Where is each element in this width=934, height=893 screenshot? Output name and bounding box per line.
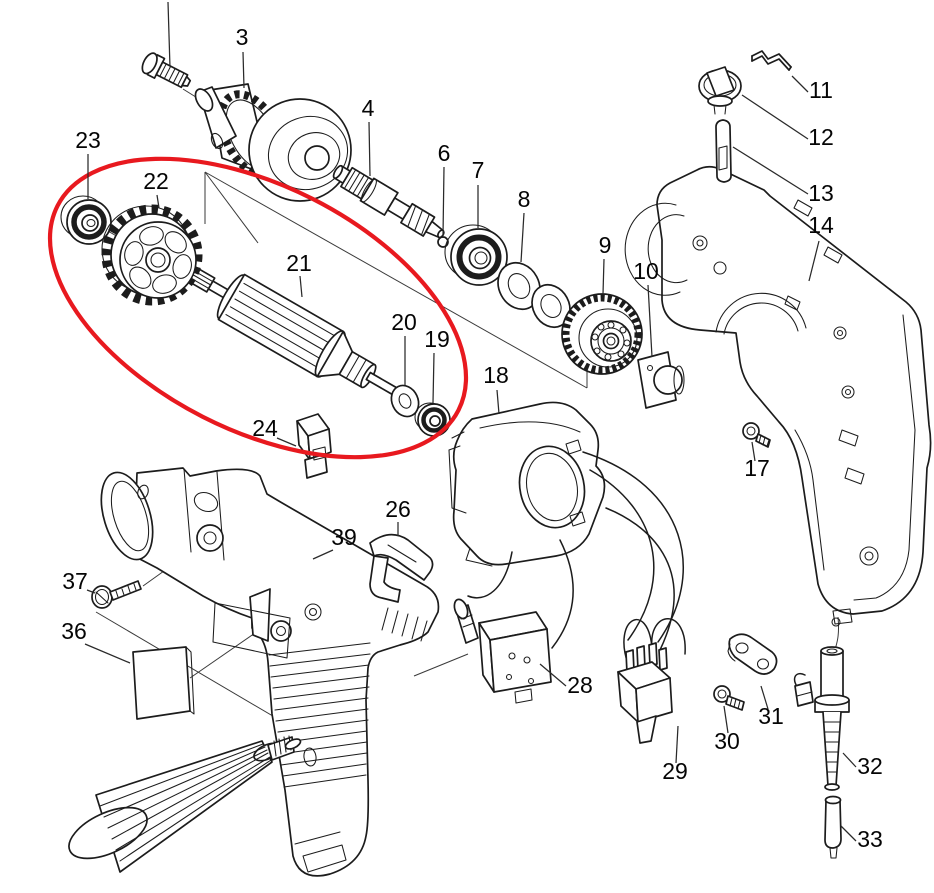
part-18-field-coil (448, 401, 684, 649)
part-label-33: 33 (857, 826, 883, 852)
callout-18: 18 (483, 362, 509, 415)
trigger (249, 588, 271, 642)
callout-11: 11 (791, 75, 833, 103)
part-4-spindle (332, 164, 445, 239)
part-26-shift-lever (369, 533, 434, 603)
part-label-23: 23 (75, 127, 101, 153)
part-label-14: 14 (808, 212, 834, 238)
callout-20: 20 (391, 309, 417, 385)
part-7-ball-bearing (444, 224, 508, 286)
part-label-19: 19 (424, 326, 450, 352)
callout-3: 3 (236, 24, 249, 89)
part-32-cord-guard (814, 646, 850, 791)
nameplate-recess (212, 602, 291, 659)
part-label-28: 28 (567, 672, 593, 698)
callout-17: 17 (744, 441, 770, 481)
callout-7: 7 (472, 157, 485, 228)
callout-26: 26 (385, 496, 411, 536)
part-callouts: 3 4 6 7 8 9 10 11 (61, 24, 883, 852)
callout-28: 28 (539, 663, 593, 698)
part-10-bearing-retainer (637, 351, 685, 409)
rear-vents (381, 607, 428, 642)
part-12-speed-knob (698, 66, 742, 115)
part-label-7: 7 (472, 157, 485, 183)
part-label-22: 22 (143, 168, 169, 194)
part-label-39: 39 (331, 524, 357, 550)
lock-button (270, 620, 292, 642)
part-22-spur-gear (101, 204, 203, 306)
callout-4: 4 (362, 95, 375, 177)
part-label-32: 32 (857, 753, 883, 779)
callout-32: 32 (842, 752, 883, 779)
callout-21: 21 (286, 250, 312, 298)
callout-23: 23 (75, 127, 101, 199)
part-label-36: 36 (61, 618, 87, 644)
callout-33: 33 (840, 825, 883, 852)
part-9-gear-assembly (561, 293, 643, 375)
part-23-ball-bearing (60, 195, 112, 245)
cord-connector (793, 673, 814, 707)
part-label-37: 37 (62, 568, 88, 594)
part-36-name-plate (132, 646, 195, 720)
part-label-6: 6 (438, 140, 451, 166)
part-label-18: 18 (483, 362, 509, 388)
chuck-screw (141, 52, 192, 89)
callout-10: 10 (633, 258, 659, 358)
callout-8: 8 (518, 186, 531, 263)
callout-9: 9 (599, 232, 612, 295)
part-20-washer (390, 384, 420, 418)
callout-39: 39 (312, 524, 357, 560)
callout-12: 12 (741, 94, 834, 150)
part-label-21: 21 (286, 250, 312, 276)
part-30-screw (713, 685, 745, 711)
callout-29: 29 (662, 725, 688, 784)
part-label-11: 11 (809, 77, 833, 103)
part-13-pin (715, 119, 732, 183)
callout-37: 37 (62, 568, 96, 594)
part-28-switch (453, 598, 552, 704)
callout-13: 13 (732, 146, 834, 206)
part-label-8: 8 (518, 186, 531, 212)
part-14-handle-housing (624, 165, 932, 627)
part-label-20: 20 (391, 309, 417, 335)
part-29-terminal-block (605, 507, 686, 744)
grip-ribs (268, 642, 371, 788)
part-19-ball-bearing (414, 402, 451, 437)
part-33-power-cord (824, 795, 842, 859)
part-label-9: 9 (599, 232, 612, 258)
part-label-30: 30 (714, 728, 740, 754)
callout-22: 22 (143, 168, 169, 209)
part-label-12: 12 (808, 124, 834, 150)
part-label-24: 24 (252, 415, 278, 441)
callout-24: 24 (252, 415, 297, 447)
part-11-shift-wire (751, 50, 792, 71)
part-17-screw (742, 422, 771, 448)
part-label-29: 29 (662, 758, 688, 784)
callout-14: 14 (808, 212, 834, 282)
part-3-drill-chuck (194, 83, 352, 202)
part-24-brush-holder (296, 413, 332, 479)
part-8-washers (497, 261, 571, 329)
part-label-4: 4 (362, 95, 375, 121)
part-label-17: 17 (744, 455, 770, 481)
part-label-10: 10 (633, 258, 659, 284)
callout-6: 6 (438, 140, 451, 237)
part-31-cord-clamp (727, 633, 778, 675)
callout-19: 19 (424, 326, 450, 404)
callout-36: 36 (61, 618, 131, 664)
part-37-screw (91, 580, 142, 609)
part-label-3: 3 (236, 24, 249, 50)
part-label-26: 26 (385, 496, 411, 522)
side-handle-grip (68, 735, 302, 873)
part-39-motor-housing-body (100, 467, 440, 877)
stator-lead-wires (582, 451, 684, 643)
part-label-31: 31 (758, 703, 784, 729)
part-label-13: 13 (808, 180, 834, 206)
callout-30: 30 (714, 705, 740, 754)
highlight-ellipse-armature-assembly (47, 156, 469, 460)
callout-31: 31 (758, 685, 784, 729)
